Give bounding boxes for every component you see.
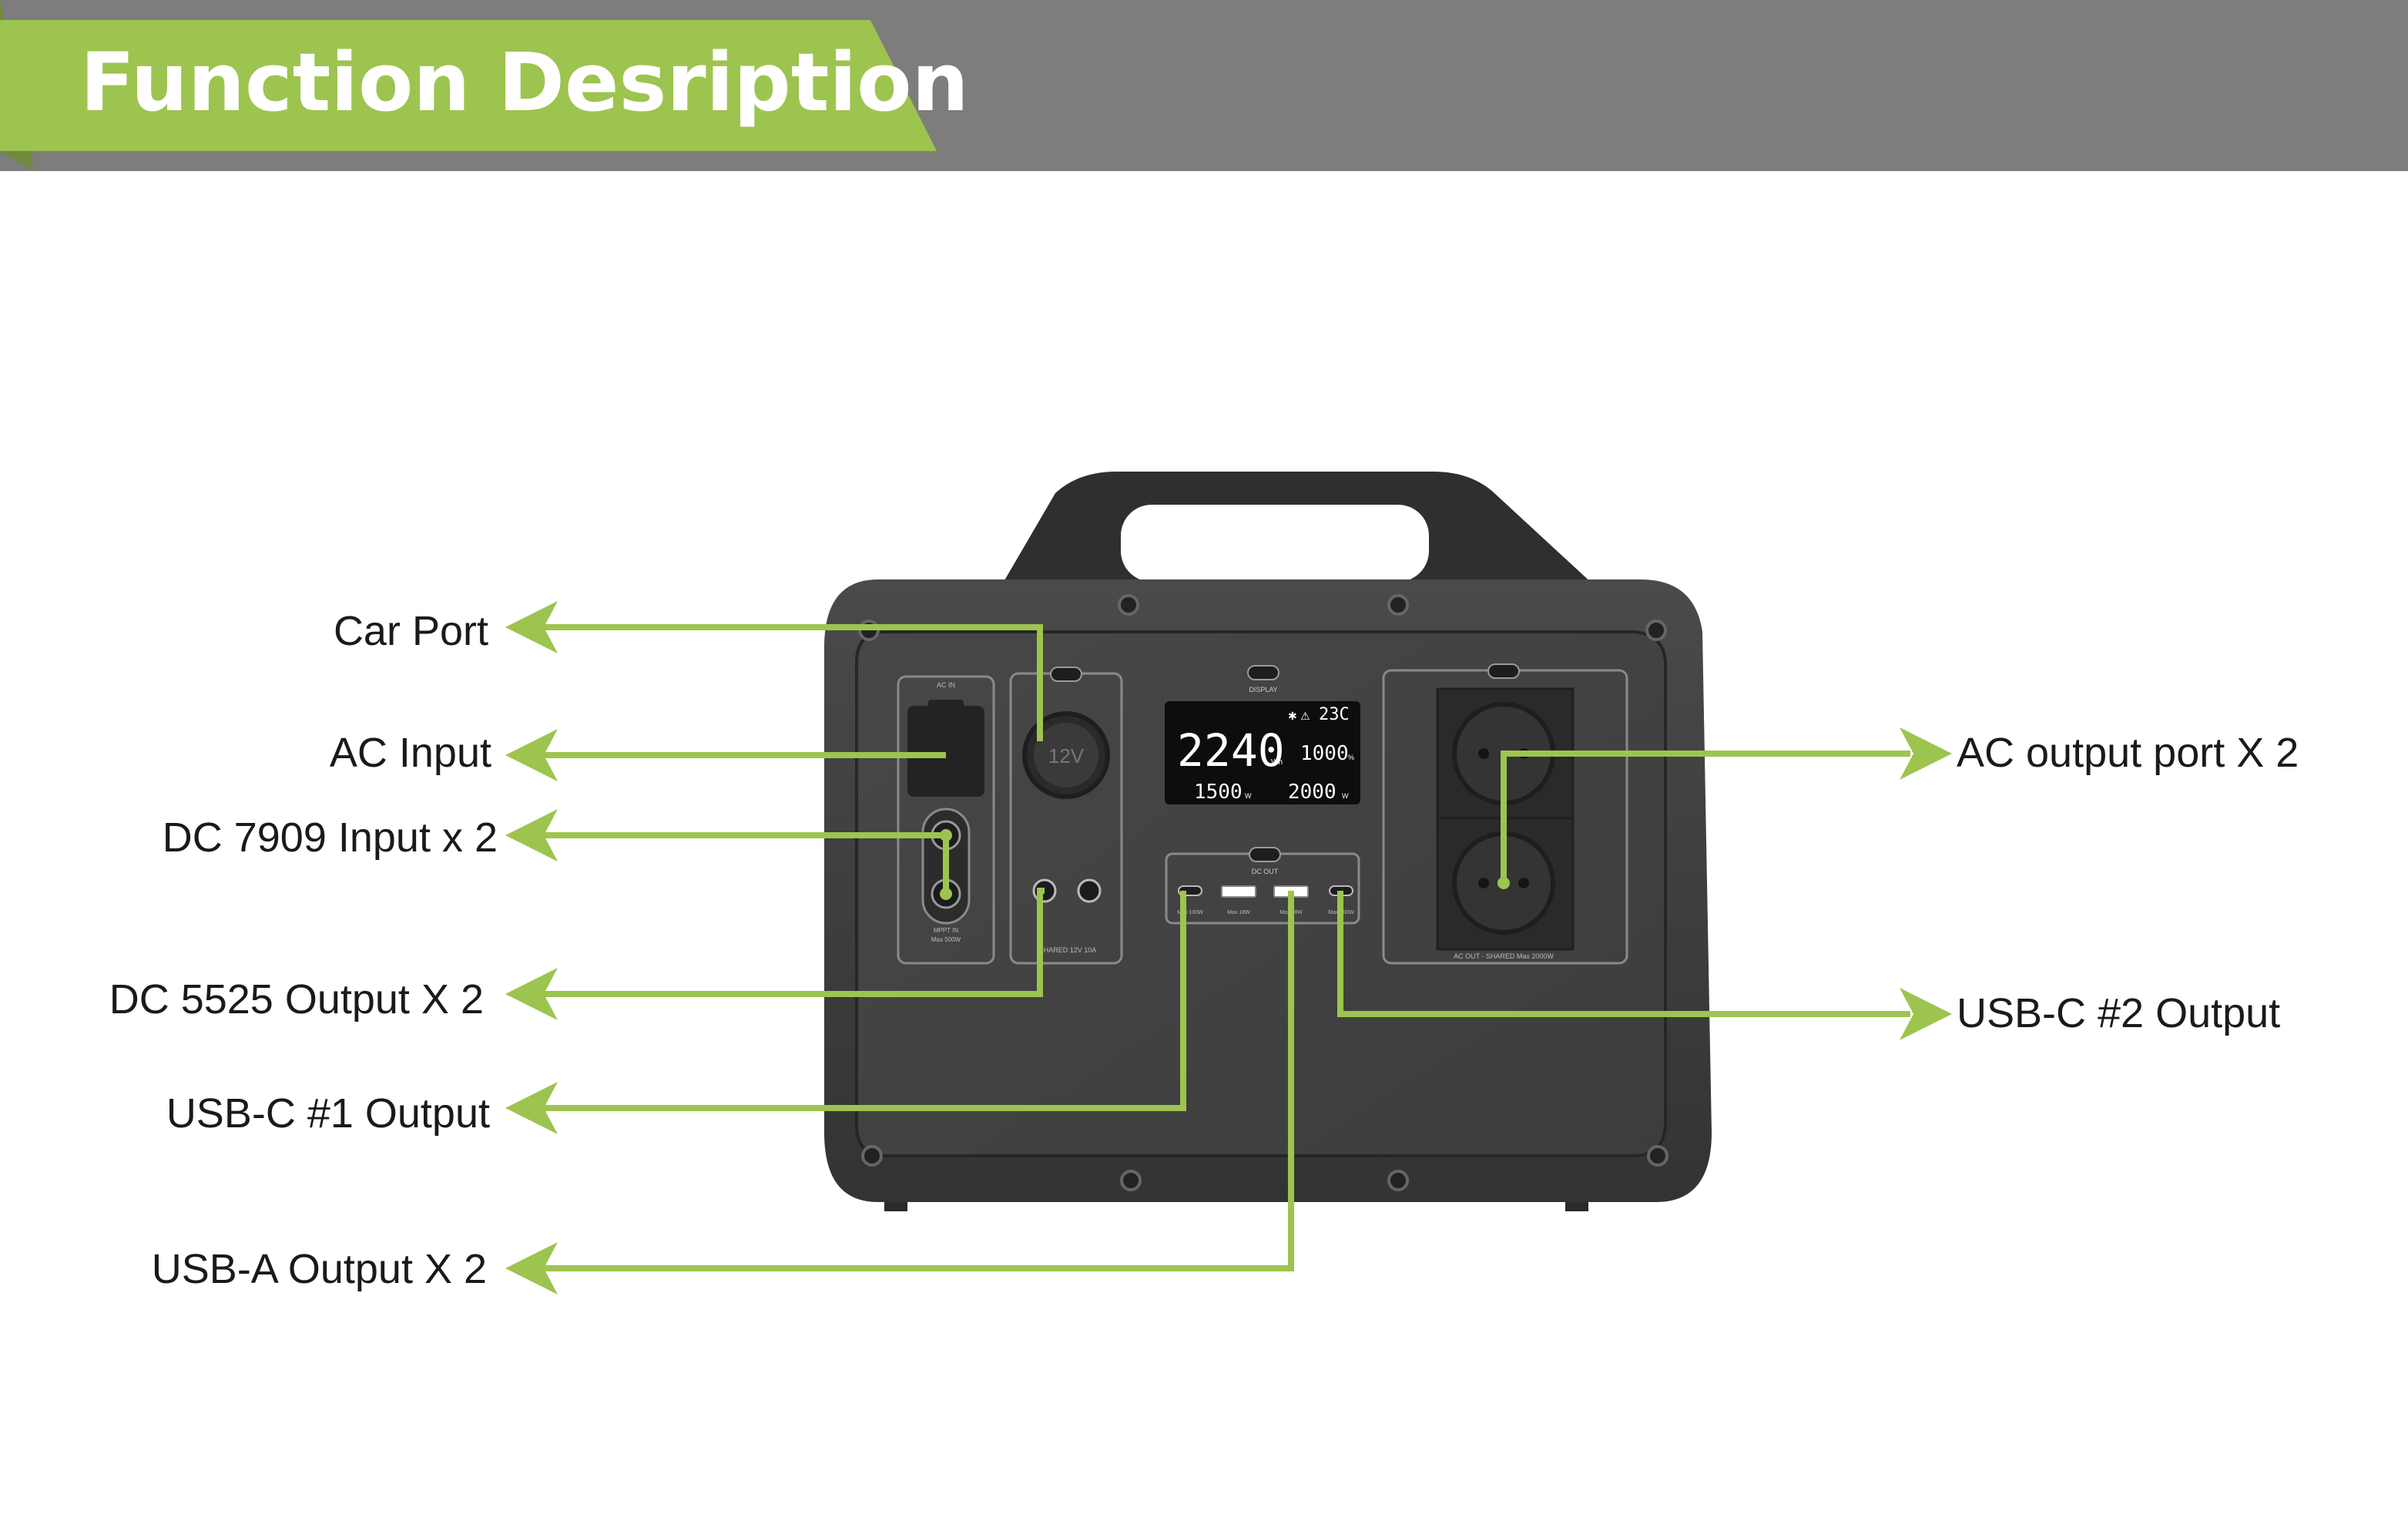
arrow-left-icon xyxy=(505,729,558,781)
usb-a1-port[interactable] xyxy=(1221,885,1256,898)
display-button[interactable] xyxy=(1247,665,1279,680)
callout-usbc2: USB-C #2 Output xyxy=(1957,990,2281,1036)
callout-arrows xyxy=(505,601,1952,1295)
arrow-left-icon xyxy=(505,1242,558,1295)
lcd-status-icons: ✱ ⚠ xyxy=(1288,710,1310,723)
header-green-tab xyxy=(0,20,937,151)
usb-c1-label: Max 100W xyxy=(1177,910,1203,915)
lcd-output-unit: W xyxy=(1342,792,1349,800)
car-port-button[interactable] xyxy=(1050,667,1082,682)
dc-out-label: DC OUT xyxy=(1252,868,1279,875)
callout-dc7909: DC 7909 Input x 2 xyxy=(162,814,498,861)
ac-output-button[interactable] xyxy=(1487,663,1520,679)
power-station: AC IN MPPT IN Max 500W 12V SHARED 12V 10… xyxy=(824,579,1712,1211)
lcd-energy: 2240 xyxy=(1177,724,1285,777)
callout-usbc1: USB-C #1 Output xyxy=(166,1090,490,1137)
device-handle xyxy=(1001,472,1595,586)
callout-dots xyxy=(940,829,1510,900)
dc5525-line xyxy=(544,888,1045,997)
page-title: Function Desription xyxy=(80,35,969,129)
ac-in-label: AC IN xyxy=(937,681,955,689)
display-label: DISPLAY xyxy=(1249,686,1277,693)
ac-input-port[interactable] xyxy=(907,706,984,797)
lcd-output-power: 2000 xyxy=(1288,781,1336,804)
lcd-aux-unit: % xyxy=(1348,754,1354,761)
lcd-aux-value: 1000 xyxy=(1300,742,1349,765)
lcd-input-unit: W xyxy=(1245,792,1252,800)
usba-line xyxy=(544,891,1294,1271)
car-port-12v-label: 12V xyxy=(1048,744,1085,767)
lcd-input-power: 1500 xyxy=(1194,781,1243,804)
dc-out-button[interactable] xyxy=(1249,847,1281,862)
callout-lines xyxy=(544,624,1910,1271)
shared-dc-label: SHARED 12V 10A xyxy=(1039,946,1097,954)
callout-ac-input: AC Input xyxy=(329,730,491,776)
arrow-left-icon xyxy=(505,809,558,861)
lcd-energy-unit: Wh xyxy=(1271,758,1283,767)
arrow-left-icon xyxy=(505,1082,558,1134)
header-banner xyxy=(0,0,2408,171)
lcd-temperature: 23C xyxy=(1319,705,1350,724)
arrow-right-icon xyxy=(1900,988,1952,1040)
callout-dc5525: DC 5525 Output X 2 xyxy=(109,976,484,1023)
ac-out-label: AC OUT - SHARED Max 2000W xyxy=(1454,952,1554,960)
mppt-label: MPPT IN xyxy=(934,927,959,934)
lcd-display: DISPLAY 2240 Wh 23C 1000 % 1500 W 2000 W… xyxy=(1165,665,1360,804)
mppt-sub-label: Max 500W xyxy=(931,936,961,943)
ac-output-module: AC OUT - SHARED Max 2000W xyxy=(1382,663,1628,965)
usbc2-line xyxy=(1337,891,1910,1017)
arrow-right-icon xyxy=(1900,727,1952,780)
usb-a1-label: Max 18W xyxy=(1227,910,1250,915)
lcd-screen xyxy=(1165,701,1360,804)
car-port-line xyxy=(544,624,1043,741)
ac-output-line xyxy=(1501,751,1910,883)
callout-ac-output: AC output port X 2 xyxy=(1957,730,2299,776)
arrow-left-icon xyxy=(505,601,558,653)
callout-car-port: Car Port xyxy=(333,608,488,654)
dc5525-port-2[interactable] xyxy=(1077,878,1102,903)
usbc1-line xyxy=(544,891,1186,1111)
callout-usba: USB-A Output X 2 xyxy=(151,1246,487,1292)
arrow-left-icon xyxy=(505,968,558,1020)
car-port-module: 12V SHARED 12V 10A xyxy=(1009,667,1123,965)
